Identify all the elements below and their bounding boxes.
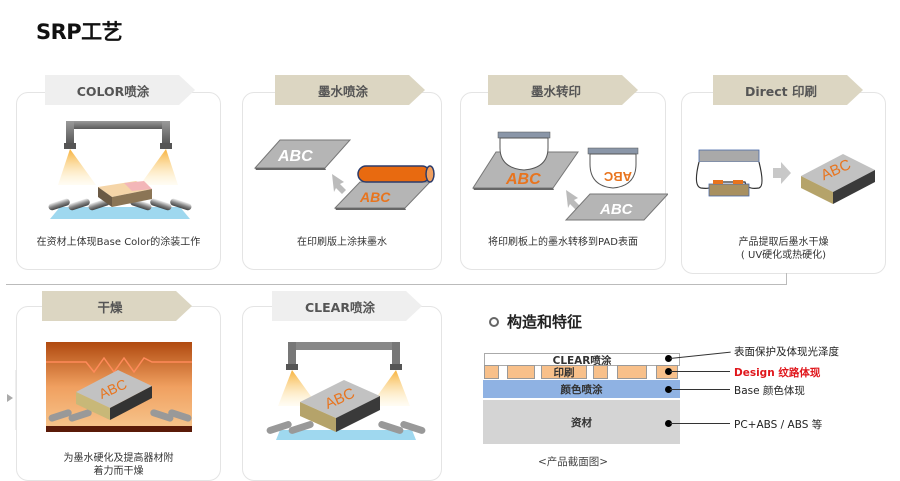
bullet-ring-icon [489, 316, 499, 327]
step-caption: 将印刷板上的墨水转移到PAD表面 [488, 237, 638, 248]
step-caption-line-1: 为墨水硬化及提高器材附 [63, 453, 174, 464]
drying-oven-keycap-icon: ABC [46, 342, 192, 432]
ink-roller-on-plate-icon: ABC ABC [253, 139, 435, 210]
layer-description: Base 颜色体现 [734, 385, 805, 397]
cross-section-caption: <产品截面图> [538, 456, 609, 468]
pad-transfer-icon: ABC ABC ABC [472, 131, 668, 221]
step-caption-line-1: 产品提取后墨水干燥 [738, 237, 829, 248]
flow-connector-left [15, 370, 16, 430]
svg-text:ABC: ABC [505, 171, 541, 188]
print-block [507, 365, 535, 379]
print-block: 印刷 [541, 365, 587, 379]
svg-text:ABC: ABC [277, 148, 313, 165]
step-caption: 在资材上体现Base Color的涂装工作 [36, 237, 201, 248]
callout-dot [665, 386, 672, 393]
layer-name: 资材 [571, 416, 592, 429]
layer-description: 表面保护及体现光泽度 [734, 346, 839, 358]
flow-connector-vertical [786, 273, 787, 285]
structure-section-title: 构造和特征 [489, 311, 582, 332]
svg-text:ABC: ABC [603, 169, 632, 184]
step-caption-line-2: 着力而干燥 [93, 466, 144, 477]
structure-title: 构造和特征 [507, 313, 583, 331]
flow-connector-line [6, 284, 787, 285]
callout-leader [670, 423, 730, 424]
page-title: SRP工艺 [36, 20, 123, 44]
step-tab-ink-transfer: 墨水转印 [488, 75, 638, 105]
layer-name: 颜色喷涂 [560, 383, 603, 396]
layer-description-highlight: Design 纹路体现 [734, 367, 821, 379]
step-label: 墨水转印 [530, 83, 581, 99]
callout-dot [665, 420, 672, 427]
callout-dot [665, 368, 672, 375]
step-caption: 在印刷版上涂抹墨水 [297, 237, 387, 248]
svg-text:ABC: ABC [359, 189, 391, 205]
step-tab-ink-spray: 墨水喷涂 [275, 75, 425, 105]
step-caption-line-2: ( UV硬化或热硬化) [740, 250, 827, 261]
step-label: CLEAR喷涂 [305, 299, 375, 315]
print-block [617, 365, 647, 379]
step-tab-clear-spray: CLEAR喷涂 [272, 291, 422, 321]
print-block [593, 365, 608, 379]
step-tab-drying: 干燥 [42, 291, 192, 321]
svg-text:ABC: ABC [599, 201, 634, 218]
callout-dot [665, 355, 672, 362]
flow-arrow-icon [7, 394, 13, 402]
callout-leader [670, 389, 730, 390]
layer-name: 印刷 [553, 366, 575, 379]
spray-booth-with-base-block-icon [48, 121, 192, 219]
print-block [484, 365, 499, 379]
callout-leader [670, 371, 730, 372]
step-label: COLOR喷涂 [76, 83, 150, 99]
step-label: 干燥 [97, 299, 123, 315]
step-tab-direct-print: Direct 印刷 [713, 75, 863, 105]
layer-description: PC+ABS / ABS 等 [734, 419, 823, 431]
step-tab-color-spray: COLOR喷涂 [45, 75, 195, 105]
direct-print-keycap-icon: ABC [695, 149, 875, 204]
step-label: Direct 印刷 [744, 83, 818, 99]
layer-color-spray: 颜色喷涂 [483, 380, 680, 398]
layer-base-material: 资材 [483, 400, 680, 444]
step-label: 墨水喷涂 [317, 83, 368, 99]
layer-name: CLEAR喷涂 [552, 355, 612, 367]
clear-spray-booth-keycap-icon: ABC [266, 342, 426, 440]
